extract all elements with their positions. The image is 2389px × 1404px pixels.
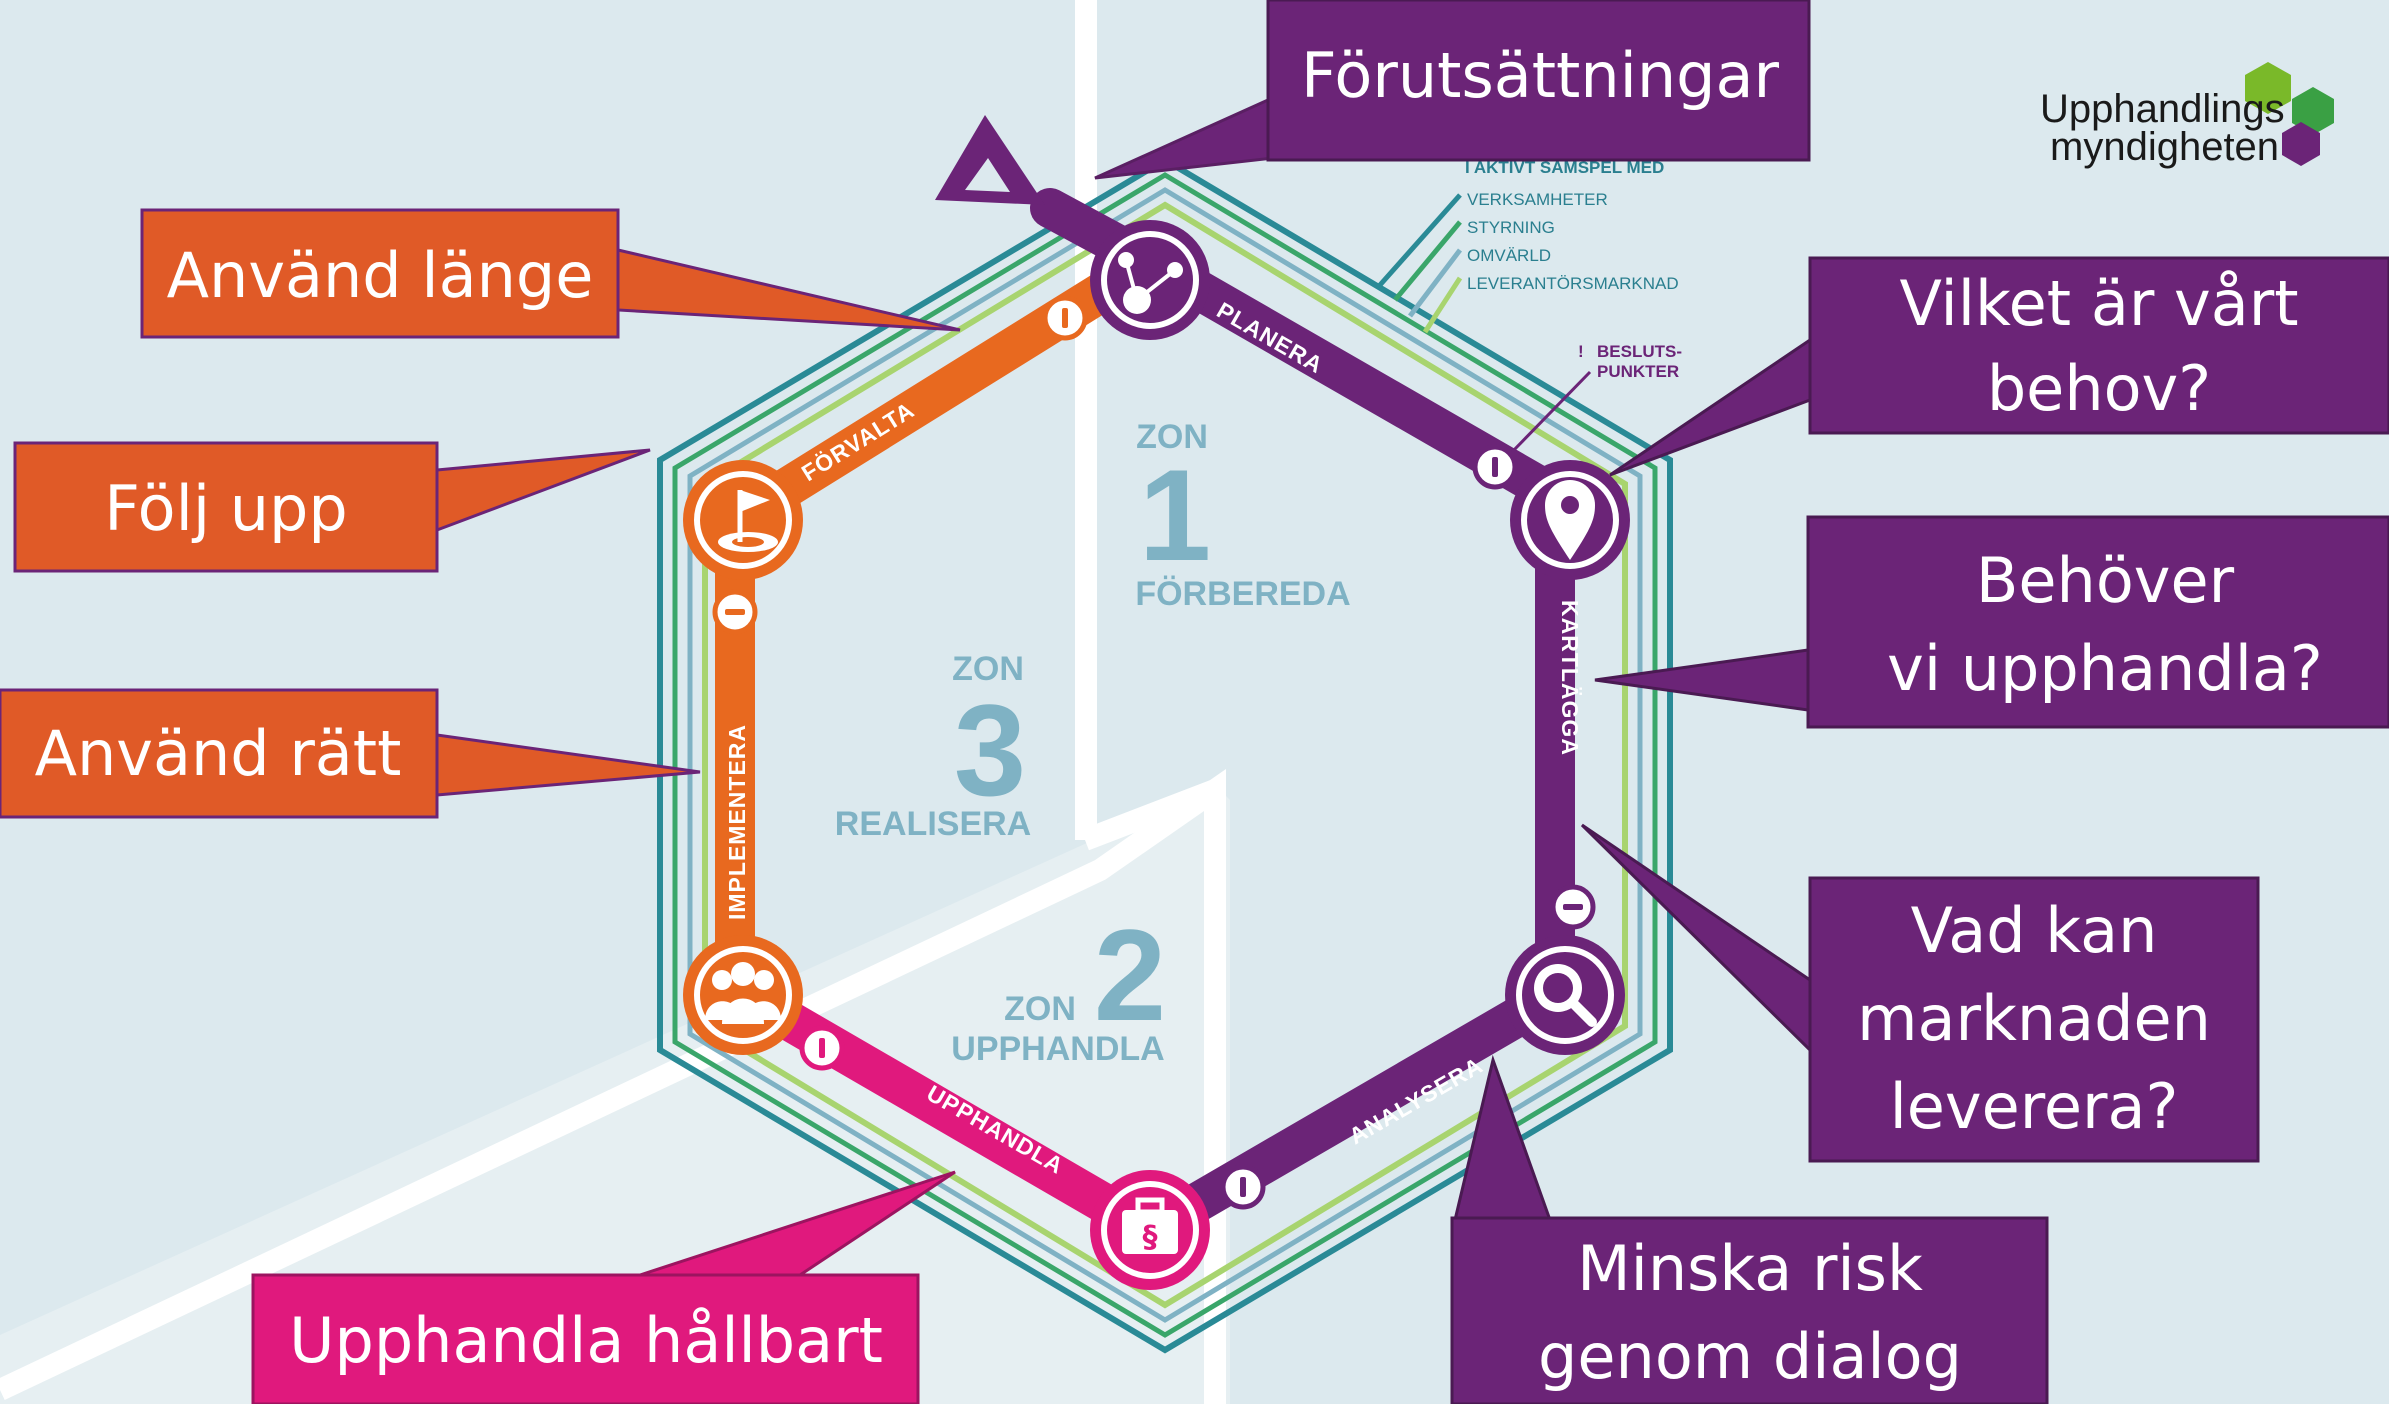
legend-lines	[1378, 193, 1463, 334]
logo: Upphandlings myndigheten	[2040, 62, 2334, 169]
callout-marknaden-line3: leverera?	[1890, 1070, 2179, 1143]
legend-item: STYRNING	[1467, 218, 1555, 237]
node-forvalta	[683, 460, 803, 580]
callout-lange: Använd länge	[140, 208, 961, 339]
node-analysera	[1505, 935, 1625, 1055]
callout-forutsattningar: Förutsättningar	[1094, 0, 1811, 180]
legend-item: OMVÄRLD	[1467, 246, 1551, 265]
callout-risk-line1: Minska risk	[1577, 1232, 1923, 1305]
decision-points-legend-line2: PUNKTER	[1597, 362, 1679, 381]
legend-item: VERKSAMHETER	[1467, 190, 1608, 209]
callout-behover: Behöver vi upphandla?	[1594, 515, 2389, 729]
callout-folj-text: Följ upp	[104, 472, 348, 545]
callout-hallbart-text: Upphandla hållbart	[289, 1304, 883, 1377]
zone-3-number: 3	[954, 677, 1026, 823]
legend-heading: I AKTIVT SAMSPEL MED	[1465, 158, 1664, 177]
route-label-kartlagga: KARTLÄGGA	[1557, 600, 1583, 756]
callout-behov: Vilket är vårt behov?	[1609, 256, 2389, 477]
magnifier-icon	[1534, 964, 1597, 1027]
callout-lange-text: Använd länge	[167, 239, 594, 312]
decision-points	[712, 295, 1596, 1210]
callout-marknaden: Vad kan marknaden leverera?	[1580, 823, 2260, 1163]
zone-3-name: REALISERA	[835, 805, 1031, 843]
callout-behover-line1: Behöver	[1976, 544, 2235, 617]
route-label-forvalta: FÖRVALTA	[797, 397, 919, 487]
callout-marknaden-line1: Vad kan	[1911, 894, 2158, 967]
callout-ratt-text: Använd rätt	[35, 717, 402, 790]
node-implementera	[683, 935, 803, 1055]
flag-target-icon	[718, 490, 778, 552]
callout-marknaden-line2: marknaden	[1857, 982, 2211, 1055]
zone-1: ZON 1 FÖRBEREDA	[1135, 418, 1350, 613]
start-arrow-icon	[935, 115, 1045, 205]
decision-point-icon	[799, 1025, 845, 1071]
logo-line1: Upphandlings	[2040, 87, 2285, 131]
decision-point-icon	[1220, 1164, 1266, 1210]
zone-3-label: ZON	[952, 650, 1024, 688]
network-icon	[1118, 252, 1183, 314]
zone-2-name: UPPHANDLA	[951, 1030, 1164, 1068]
callout-behover-line2: vi upphandla?	[1887, 632, 2323, 705]
decision-points-legend-line1: BESLUTS-	[1597, 342, 1682, 361]
zone-3: ZON 3 REALISERA	[835, 650, 1031, 843]
callout-behov-line2: behov?	[1987, 352, 2211, 425]
zone-2-number: 2	[1094, 902, 1166, 1048]
background-roads	[0, 0, 1226, 1404]
people-icon	[705, 962, 781, 1024]
decision-points-legend-icon: !	[1578, 342, 1584, 361]
logo-hexagon-icon	[2245, 62, 2291, 114]
zone-2-label: ZON	[1004, 990, 1076, 1028]
callout-risk-line2: genom dialog	[1538, 1320, 1962, 1393]
zone-1-number: 1	[1139, 442, 1211, 588]
zone-1-name: FÖRBEREDA	[1135, 575, 1350, 613]
callout-forutsattningar-text: Förutsättningar	[1301, 39, 1780, 112]
node-planera	[1090, 220, 1210, 340]
decision-point-icon	[1042, 295, 1088, 341]
briefcase-icon: §	[1122, 1197, 1178, 1255]
callout-risk: Minska risk genom dialog	[1450, 1054, 2049, 1404]
node-upphandla: §	[1090, 1170, 1210, 1290]
location-pin-icon	[1545, 480, 1595, 560]
callout-ratt: Använd rätt	[0, 688, 701, 819]
analysera-segment	[1130, 975, 1575, 1250]
callout-folj: Följ upp	[13, 441, 651, 573]
decision-point-icon	[712, 589, 758, 635]
callout-behov-line1: Vilket är vårt	[1899, 267, 2298, 340]
legend: I AKTIVT SAMSPEL MED VERKSAMHETER STYRNI…	[1465, 158, 1682, 454]
node-kartlagga	[1510, 460, 1630, 580]
callout-hallbart: Upphandla hållbart	[251, 1170, 956, 1404]
zone-2: ZON 2 UPPHANDLA	[951, 902, 1166, 1068]
legend-item: LEVERANTÖRSMARKNAD	[1467, 274, 1679, 293]
decision-point-icon	[1550, 884, 1596, 930]
zone-1-label: ZON	[1136, 418, 1208, 456]
decision-point-icon	[1472, 444, 1518, 490]
logo-line2: myndigheten	[2050, 125, 2279, 169]
svg-text:§: §	[1143, 1220, 1158, 1255]
route-label-implementera: IMPLEMENTERA	[724, 724, 750, 920]
